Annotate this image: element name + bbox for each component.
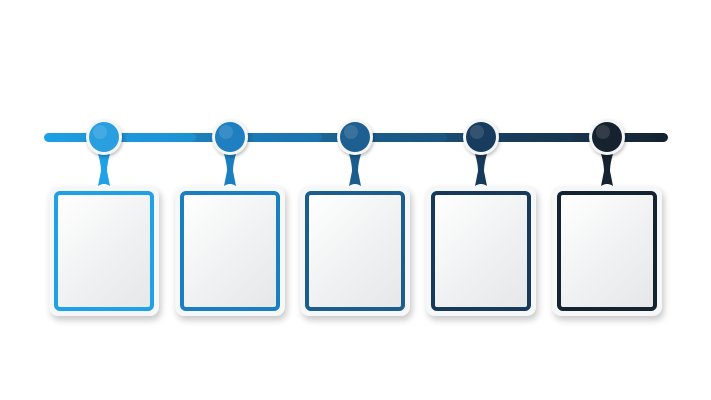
- step-node-highlight: [470, 125, 484, 139]
- step-node: [337, 119, 373, 155]
- step-node: [86, 119, 122, 155]
- step-card: [49, 186, 159, 316]
- step-card-content-area: [557, 191, 657, 311]
- step-card: [300, 186, 410, 316]
- step-node-dot: [89, 122, 119, 152]
- step-connector: [472, 145, 490, 186]
- step-card-content-area: [305, 191, 405, 311]
- timeline-bar-segment: [503, 133, 573, 142]
- step-card-content-area: [180, 191, 280, 311]
- timeline-bar-segment: [252, 133, 322, 142]
- step-node: [589, 119, 625, 155]
- step-node-highlight: [344, 125, 358, 139]
- step-card: [552, 186, 662, 316]
- step-node-highlight: [219, 125, 233, 139]
- step-connector: [346, 145, 364, 186]
- step-node-dot: [466, 122, 496, 152]
- step-node: [463, 119, 499, 155]
- step-node-highlight: [596, 125, 610, 139]
- step-node-highlight: [93, 125, 107, 139]
- timeline-bar-segment: [126, 133, 196, 142]
- step-card-content-area: [431, 191, 531, 311]
- step-card-content-area: [54, 191, 154, 311]
- step-card: [426, 186, 536, 316]
- step-node-dot: [215, 122, 245, 152]
- step-node-dot: [592, 122, 622, 152]
- step-connector: [221, 145, 239, 186]
- step-connector: [598, 145, 616, 186]
- step-connector: [95, 145, 113, 186]
- step-node-dot: [340, 122, 370, 152]
- timeline-bar-segment: [377, 133, 447, 142]
- step-card: [175, 186, 285, 316]
- step-node: [212, 119, 248, 155]
